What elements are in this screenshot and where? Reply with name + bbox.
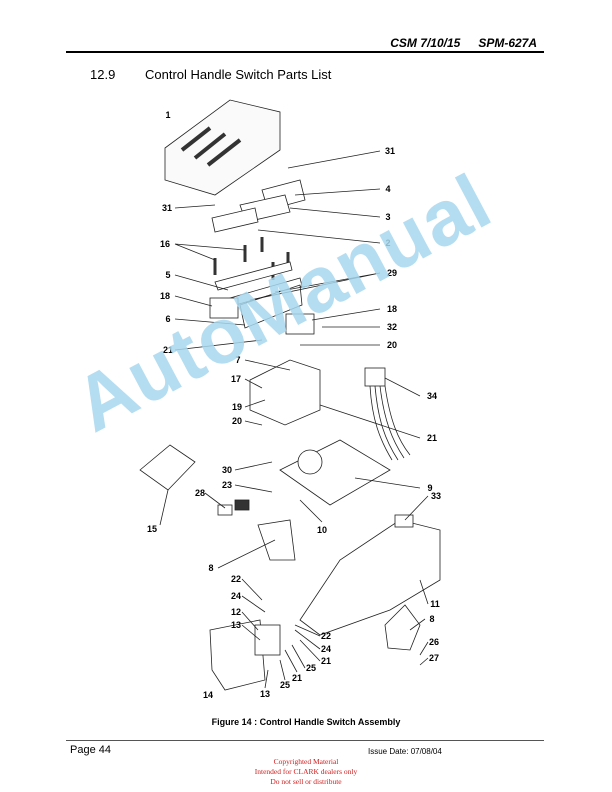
callout: 11: [430, 599, 440, 609]
copyright-notice: Copyrighted Material Intended for CLARK …: [0, 757, 612, 787]
copyright-line: Copyrighted Material: [273, 757, 339, 766]
callout: 18: [386, 304, 398, 314]
callout: 28: [194, 488, 206, 498]
callout: 17: [230, 374, 242, 384]
callout: 3: [385, 212, 391, 222]
callout: 22: [320, 631, 332, 641]
manual-code: SPM-627A: [478, 36, 537, 50]
doc-code: CSM 7/10/15: [390, 36, 461, 50]
callout: 8: [208, 563, 214, 573]
callout: 33: [430, 491, 442, 501]
callout: 20: [231, 416, 243, 426]
callout: 16: [159, 239, 171, 249]
callout: 27: [428, 653, 440, 663]
callout: 21: [162, 345, 174, 355]
callout: 6: [165, 314, 171, 324]
figure-caption: Figure 14 : Control Handle Switch Assemb…: [211, 717, 401, 727]
copyright-line: Do not sell or distribute: [270, 777, 342, 786]
section-title: Control Handle Switch Parts List: [145, 67, 332, 82]
callout: 23: [221, 480, 233, 490]
page-number: Page 44: [70, 744, 111, 756]
callout: 21: [291, 673, 303, 683]
callout: 19: [231, 402, 243, 412]
callout: 7: [235, 355, 241, 365]
callout: 21: [320, 656, 332, 666]
section-number: 12.9: [90, 67, 116, 82]
callout: 22: [230, 574, 242, 584]
callout: 14: [202, 690, 214, 700]
callout: 12: [230, 607, 242, 617]
header-rule: [66, 51, 544, 53]
callout: 26: [428, 637, 440, 647]
callout: 25: [305, 663, 317, 673]
callout: 24: [320, 644, 332, 654]
callout: 15: [146, 524, 158, 534]
callout: 21: [426, 433, 438, 443]
callout: 24: [230, 591, 242, 601]
callout: 10: [316, 525, 328, 535]
copyright-line: Intended for CLARK dealers only: [254, 767, 358, 776]
issue-date: Issue Date: 07/08/04: [368, 747, 442, 756]
callout: 8: [429, 614, 435, 624]
callout: 32: [386, 322, 398, 332]
callout: 34: [426, 391, 438, 401]
callout: 1: [165, 110, 171, 120]
callout: 13: [259, 689, 271, 699]
callout: 4: [385, 184, 391, 194]
callout: 2: [385, 238, 391, 248]
page-header: CSM 7/10/15 SPM-627A: [372, 36, 537, 50]
callout: 31: [161, 203, 173, 213]
callout: 18: [159, 291, 171, 301]
footer-rule: [66, 740, 544, 741]
callout: 9: [427, 483, 433, 493]
callout: 30: [221, 465, 233, 475]
callout: 5: [165, 270, 171, 280]
callout: 31: [384, 146, 396, 156]
callout: 25: [279, 680, 291, 690]
callout: 29: [386, 268, 398, 278]
callout: 13: [230, 620, 242, 630]
callout: 20: [386, 340, 398, 350]
